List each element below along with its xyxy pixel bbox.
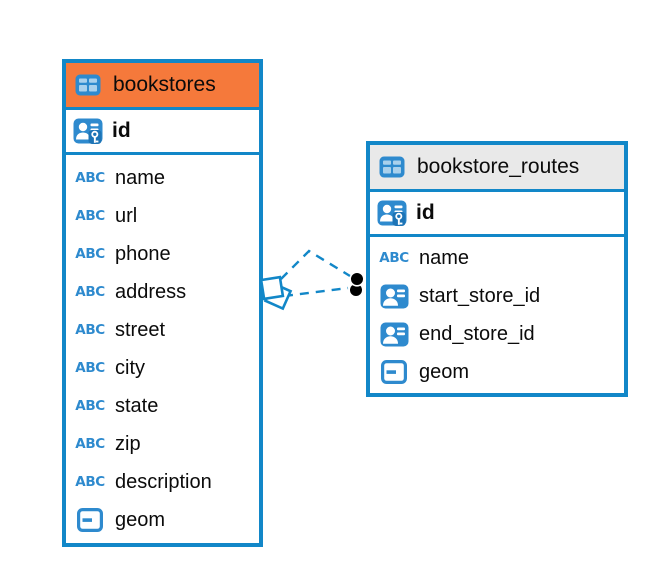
text-type-icon: ABC — [75, 208, 105, 224]
table-bookstore-routes-columns: ABC name start_store_id — [370, 237, 624, 391]
text-type-icon: ABC — [75, 170, 105, 186]
column-name: geom — [115, 508, 166, 531]
column-row-end-store-id[interactable]: end_store_id — [378, 315, 624, 353]
table-icon — [376, 156, 408, 178]
column-row-description[interactable]: ABC description — [74, 463, 259, 501]
column-name: state — [115, 394, 159, 417]
column-name: id — [112, 119, 131, 142]
text-type-icon: ABC — [75, 284, 105, 300]
relationship-diamond-marker[interactable] — [259, 275, 293, 311]
text-type-icon: ABC — [75, 398, 105, 414]
column-row-id[interactable]: id — [66, 110, 259, 155]
table-bookstores-header[interactable]: bookstores — [66, 63, 259, 110]
relationship-line-end-store[interactable] — [283, 286, 349, 298]
table-bookstore-routes-header[interactable]: bookstore_routes — [370, 145, 624, 192]
primary-key-icon — [376, 200, 408, 226]
column-name: phone — [115, 242, 171, 265]
column-name: id — [416, 201, 435, 224]
column-row-url[interactable]: ABC url — [74, 197, 259, 235]
primary-key-icon — [72, 118, 104, 144]
foreign-key-icon — [378, 284, 410, 309]
relationship-line-start-store[interactable] — [280, 249, 351, 280]
text-type-icon: ABC — [75, 246, 105, 262]
column-name: city — [115, 356, 145, 379]
table-bookstore-routes[interactable]: bookstore_routes id ABC — [366, 141, 628, 397]
column-row-street[interactable]: ABC street — [74, 311, 259, 349]
column-name: end_store_id — [419, 322, 535, 345]
column-row-zip[interactable]: ABC zip — [74, 425, 259, 463]
column-row-start-store-id[interactable]: start_store_id — [378, 277, 624, 315]
column-row-address[interactable]: ABC address — [74, 273, 259, 311]
column-name: address — [115, 280, 187, 303]
text-type-icon: ABC — [75, 360, 105, 376]
column-row-name[interactable]: ABC name — [378, 239, 624, 277]
column-row-phone[interactable]: ABC phone — [74, 235, 259, 273]
column-name: zip — [115, 432, 141, 455]
column-name: start_store_id — [419, 284, 541, 307]
table-icon — [72, 74, 104, 96]
table-bookstores-columns: ABC name ABC url ABC phone ABC address A… — [66, 155, 259, 539]
relationship-endpoint-dots[interactable] — [349, 271, 365, 296]
text-type-icon: ABC — [75, 322, 105, 338]
table-name: bookstore_routes — [417, 155, 580, 178]
column-name: name — [419, 246, 470, 269]
column-name: url — [115, 204, 138, 227]
column-name: description — [115, 470, 212, 493]
foreign-key-icon — [378, 322, 410, 347]
geometry-type-icon — [378, 360, 410, 384]
column-row-name[interactable]: ABC name — [74, 159, 259, 197]
column-name: street — [115, 318, 166, 341]
table-bookstores[interactable]: bookstores id ABC — [62, 59, 263, 547]
column-row-geom[interactable]: geom — [378, 353, 624, 391]
table-name: bookstores — [113, 73, 216, 96]
column-name: geom — [419, 360, 470, 383]
column-row-city[interactable]: ABC city — [74, 349, 259, 387]
column-row-geom[interactable]: geom — [74, 501, 259, 539]
text-type-icon: ABC — [379, 250, 409, 266]
geometry-type-icon — [74, 508, 106, 532]
column-row-id[interactable]: id — [370, 192, 624, 237]
column-name: name — [115, 166, 166, 189]
text-type-icon: ABC — [75, 474, 105, 490]
text-type-icon: ABC — [75, 436, 105, 452]
column-row-state[interactable]: ABC state — [74, 387, 259, 425]
